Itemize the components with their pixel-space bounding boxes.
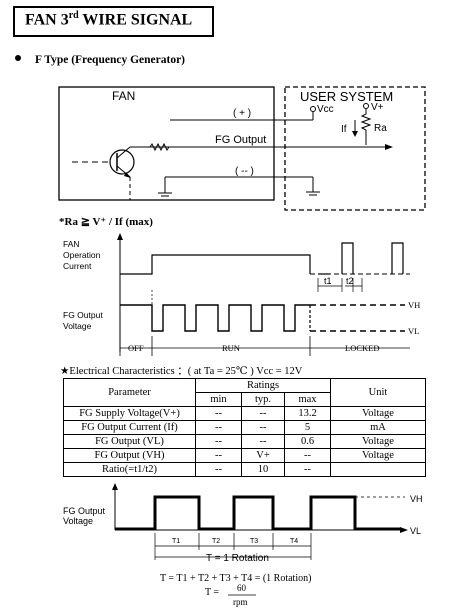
ra-formula: *Ra ≧ V⁺ / If (max) — [59, 216, 153, 228]
t-numerator: 60 — [237, 583, 247, 593]
title-box — [13, 6, 214, 37]
section-heading: F Type (Frequency Generator) — [15, 54, 185, 66]
transistor-icon — [109, 149, 135, 175]
ra-label: Ra — [374, 123, 387, 134]
bullet-icon — [15, 55, 21, 61]
fg-arrow-icon — [385, 144, 393, 150]
col-typ: typ. — [241, 392, 285, 407]
sum-formula: T = T1 + T2 + T3 + T4 = (1 Rotation) — [160, 573, 311, 584]
t-equation: T = — [205, 587, 219, 598]
t2-label: t2 — [346, 276, 354, 286]
col-parameter: Parameter — [63, 378, 196, 407]
fg-voltage-label-2b: Voltage — [63, 516, 93, 526]
fg-voltage-wave-2 — [115, 495, 400, 531]
fan-box — [58, 86, 275, 201]
vh-label-1: VH — [408, 300, 420, 310]
table-row: FG Output (VH)--V+--Voltage — [63, 448, 426, 463]
fg-output-label: FG Output — [215, 134, 266, 146]
col-ratings: Ratings — [195, 378, 331, 393]
run-label: RUN — [222, 343, 240, 353]
T1-label: T1 — [172, 538, 180, 545]
vl-label-2: VL — [410, 526, 421, 536]
vplus-label: V+ — [371, 102, 384, 113]
fan-label: FAN — [112, 89, 135, 103]
col-min: min — [195, 392, 242, 407]
vplus-terminal — [363, 103, 369, 109]
T2-label: T2 — [212, 538, 220, 545]
plus-label: ( + ) — [233, 108, 251, 119]
vl-label-1: VL — [408, 326, 419, 336]
rotation-label: T = 1 Rotation — [206, 553, 269, 564]
fan-op-label-3: Current — [63, 261, 92, 271]
page-title: FAN 3rd WIRE SIGNAL — [25, 10, 193, 29]
electrical-table: Parameter Ratings Unit min typ. max FG S… — [63, 378, 426, 477]
minus-label: ( -- ) — [235, 166, 254, 177]
col-max: max — [284, 392, 331, 407]
vcc-label: Vcc — [317, 104, 334, 115]
off-label: OFF — [128, 343, 144, 353]
T4-label: T4 — [290, 538, 298, 545]
vcc-terminal — [310, 106, 316, 112]
col-unit: Unit — [330, 378, 426, 407]
if-arrow-icon — [352, 131, 358, 137]
electrical-caption: ★Electrical Characteristics ：( at Ta = 2… — [60, 366, 303, 377]
T3-label: T3 — [250, 538, 258, 545]
fg-voltage-label-1: FG Output — [63, 310, 103, 320]
fan-op-label-1: FAN — [63, 239, 80, 249]
t-denominator: rpm — [233, 597, 248, 607]
fan-current-wave — [120, 254, 311, 275]
fan-op-label-2: Operation — [63, 250, 101, 260]
locked-label: LOCKED — [345, 343, 379, 353]
user-system-label: USER SYSTEM — [300, 89, 393, 104]
fg-voltage-label-2: Voltage — [63, 321, 92, 331]
table-row: Ratio(=t1/t2)--10-- — [63, 462, 426, 477]
ra-resistor — [360, 109, 372, 145]
t1-label: t1 — [324, 276, 332, 286]
user-system-box — [284, 86, 426, 211]
if-label: If — [341, 124, 347, 135]
vh-label-2: VH — [410, 494, 423, 504]
fg-voltage-wave — [120, 304, 310, 332]
fg-voltage-label-2a: FG Output — [63, 506, 106, 516]
